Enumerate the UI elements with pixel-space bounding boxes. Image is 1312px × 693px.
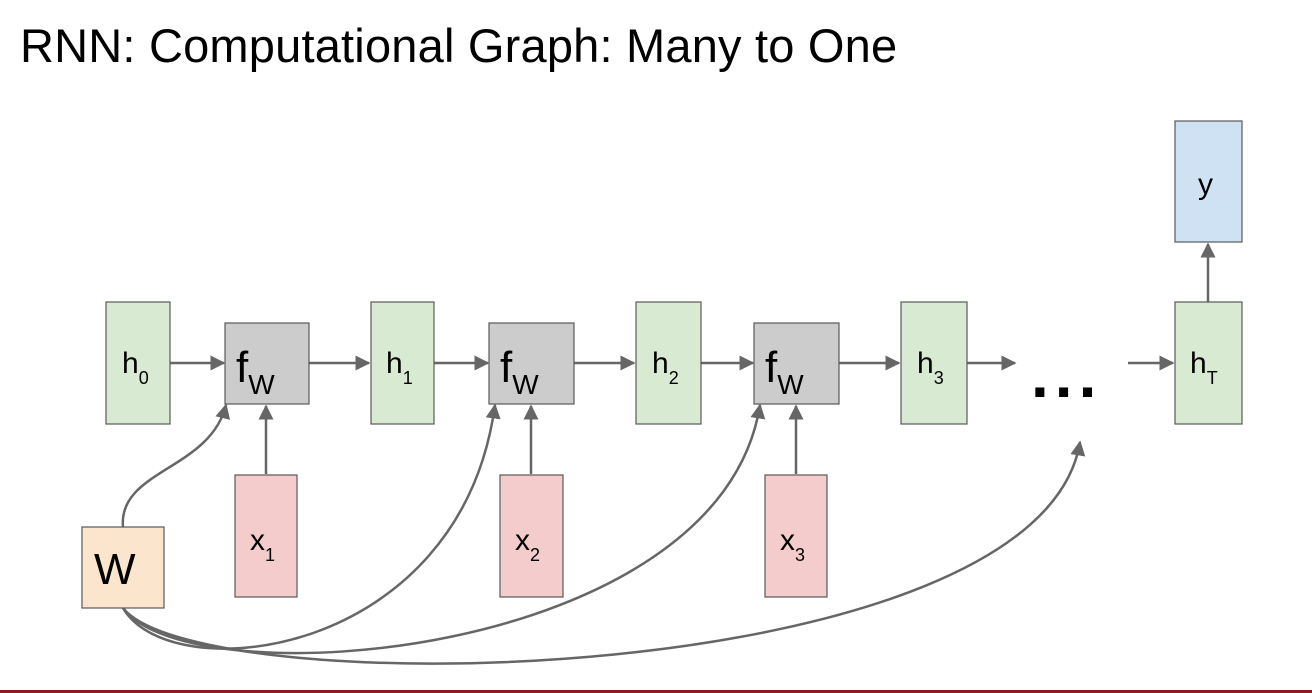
node-fw-2-subscript: W	[512, 369, 539, 400]
node-h1-subscript: 1	[403, 368, 413, 388]
node-x2-label: x	[515, 524, 530, 557]
node-h1-label: h	[386, 347, 403, 380]
svg-text:x1: x1	[250, 524, 275, 565]
svg-text:h0: h0	[122, 347, 149, 388]
node-y: y	[1174, 120, 1243, 243]
node-fw-2-label: f	[500, 343, 513, 392]
node-x2: x2	[499, 474, 564, 598]
svg-text:fW: fW	[236, 343, 275, 400]
edges	[121, 242, 1216, 665]
node-fw-1: fW	[224, 322, 310, 405]
edge-W-to-fw2	[121, 403, 501, 650]
node-x3-subscript: 3	[795, 545, 805, 565]
node-h0-label: h	[122, 347, 139, 380]
edge-W-to-fw3	[121, 403, 766, 655]
svg-text:x2: x2	[515, 524, 540, 565]
node-W-label: W	[94, 545, 136, 594]
node-h0-subscript: 0	[139, 368, 149, 388]
node-fw-3: fW	[753, 322, 840, 405]
slide-title: RNN: Computational Graph: Many to One	[20, 19, 898, 72]
node-h2-label: h	[652, 347, 669, 380]
svg-text:h1: h1	[386, 347, 413, 388]
node-hT-label: h	[1190, 347, 1207, 380]
svg-text:hT: hT	[1190, 347, 1218, 388]
node-hT-subscript: T	[1207, 368, 1218, 388]
node-h1: h1	[370, 301, 435, 425]
node-y-label: y	[1198, 168, 1213, 201]
node-h3: h3	[900, 301, 968, 425]
svg-text:h2: h2	[652, 347, 679, 388]
node-x1: x1	[234, 474, 298, 598]
node-h0: h0	[105, 301, 171, 425]
node-h2-subscript: 2	[669, 368, 679, 388]
node-h3-subscript: 3	[934, 368, 944, 388]
ellipsis: ...	[1031, 339, 1102, 411]
node-x3-label: x	[780, 524, 795, 557]
bottom-rule	[0, 690, 1312, 693]
svg-text:fW: fW	[765, 343, 804, 400]
node-W: W	[81, 526, 165, 609]
node-fw-3-subscript: W	[777, 369, 804, 400]
node-x3: x3	[764, 474, 828, 598]
edge-W-to-fw1	[121, 403, 231, 528]
node-fw-3-label: f	[765, 343, 778, 392]
svg-text:fW: fW	[500, 343, 539, 400]
node-h3-label: h	[917, 347, 934, 380]
node-x1-label: x	[250, 524, 265, 557]
node-x1-subscript: 1	[265, 545, 275, 565]
svg-text:x3: x3	[780, 524, 805, 565]
node-hT: hT	[1174, 301, 1243, 425]
node-h2: h2	[635, 301, 702, 425]
node-fw-1-subscript: W	[248, 369, 275, 400]
node-fw-2: fW	[488, 322, 575, 405]
edge-W-to-ellipsis	[122, 440, 1086, 665]
svg-text:h3: h3	[917, 347, 944, 388]
node-fw-1-label: f	[236, 343, 249, 392]
node-x2-subscript: 2	[530, 545, 540, 565]
